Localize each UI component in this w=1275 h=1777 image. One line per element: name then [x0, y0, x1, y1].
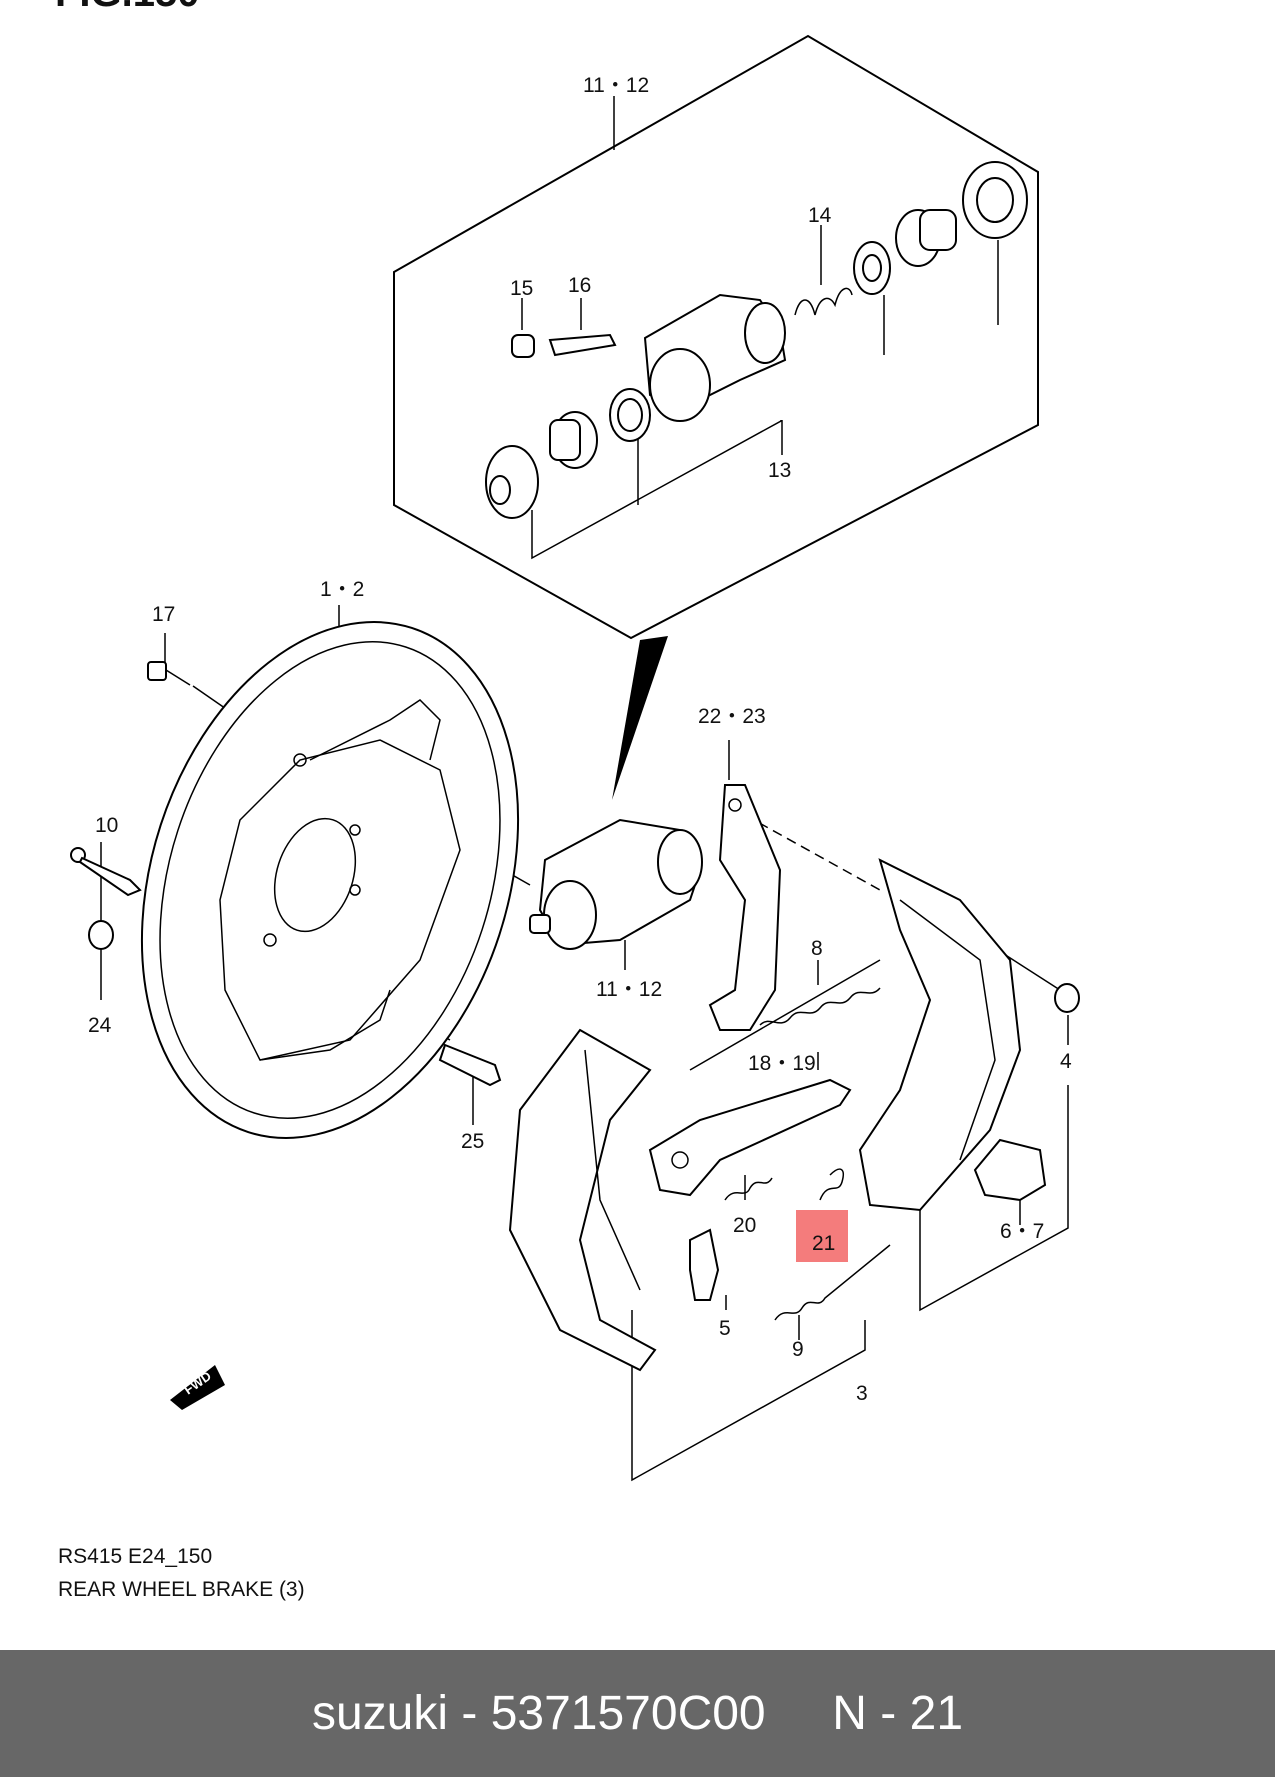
spring-8-hook [689, 959, 881, 1071]
callout-18-19: 18・19 [748, 1052, 816, 1075]
callout-15: 15 [510, 277, 533, 300]
callout-21: 21 [812, 1232, 835, 1255]
callout-4: 4 [1060, 1050, 1072, 1073]
wheel-cylinder-parts [485, 161, 1028, 519]
parking-lever [708, 784, 782, 1031]
wheel-cylinder-assembly [529, 818, 703, 950]
callout-16: 16 [568, 274, 591, 297]
diagram-title: REAR WHEEL BRAKE (3) [58, 1578, 305, 1601]
backing-plate [140, 621, 520, 1139]
callout-25: 25 [461, 1130, 484, 1153]
model-code: RS415 E24_150 [58, 1545, 213, 1568]
figure-label: FIG.150 [55, 0, 200, 15]
callout-1-2: 1・2 [320, 578, 364, 601]
callout-13: 13 [768, 459, 791, 482]
pin-6-7 [973, 1138, 1047, 1202]
direction-arrow [612, 636, 668, 800]
callout-14: 14 [808, 204, 832, 227]
brake-shoe-left [508, 1028, 657, 1372]
fwd-arrow-icon: FWD [170, 1365, 225, 1410]
highlight-21 [796, 1210, 848, 1262]
spring-21 [819, 1168, 844, 1201]
callout-3: 3 [856, 1382, 868, 1405]
clip-5 [689, 1228, 720, 1301]
callout-11-12-mid: 11・12 [596, 978, 662, 1001]
callout-22-23: 22・23 [698, 705, 766, 728]
callout-10: 10 [95, 814, 118, 837]
spring-20 [724, 1177, 773, 1201]
callout-17: 17 [152, 603, 175, 626]
spring-8 [759, 987, 881, 1026]
callout-20: 20 [733, 1214, 756, 1237]
bolts [70, 661, 502, 1087]
callout-24: 24 [88, 1014, 112, 1037]
cylinder-exploded-box [393, 34, 1039, 640]
callout-5: 5 [719, 1317, 731, 1340]
parts-diagram: FIG.150 [55, 0, 1080, 1482]
callout-6-7: 6・7 [1000, 1220, 1044, 1243]
footer-bar: suzuki - 5371570C00 N - 21 [0, 1650, 1275, 1777]
adjuster-strut [648, 1078, 852, 1197]
washer-4 [1054, 983, 1080, 1013]
part-number-label: suzuki - 5371570C00 N - 21 [311, 1687, 964, 1740]
callout-11-12-top: 11・12 [583, 74, 649, 97]
brake-shoe-right [858, 858, 1022, 1212]
spring-9 [774, 1244, 891, 1321]
callout-9: 9 [792, 1338, 804, 1361]
callout-8: 8 [811, 937, 823, 960]
